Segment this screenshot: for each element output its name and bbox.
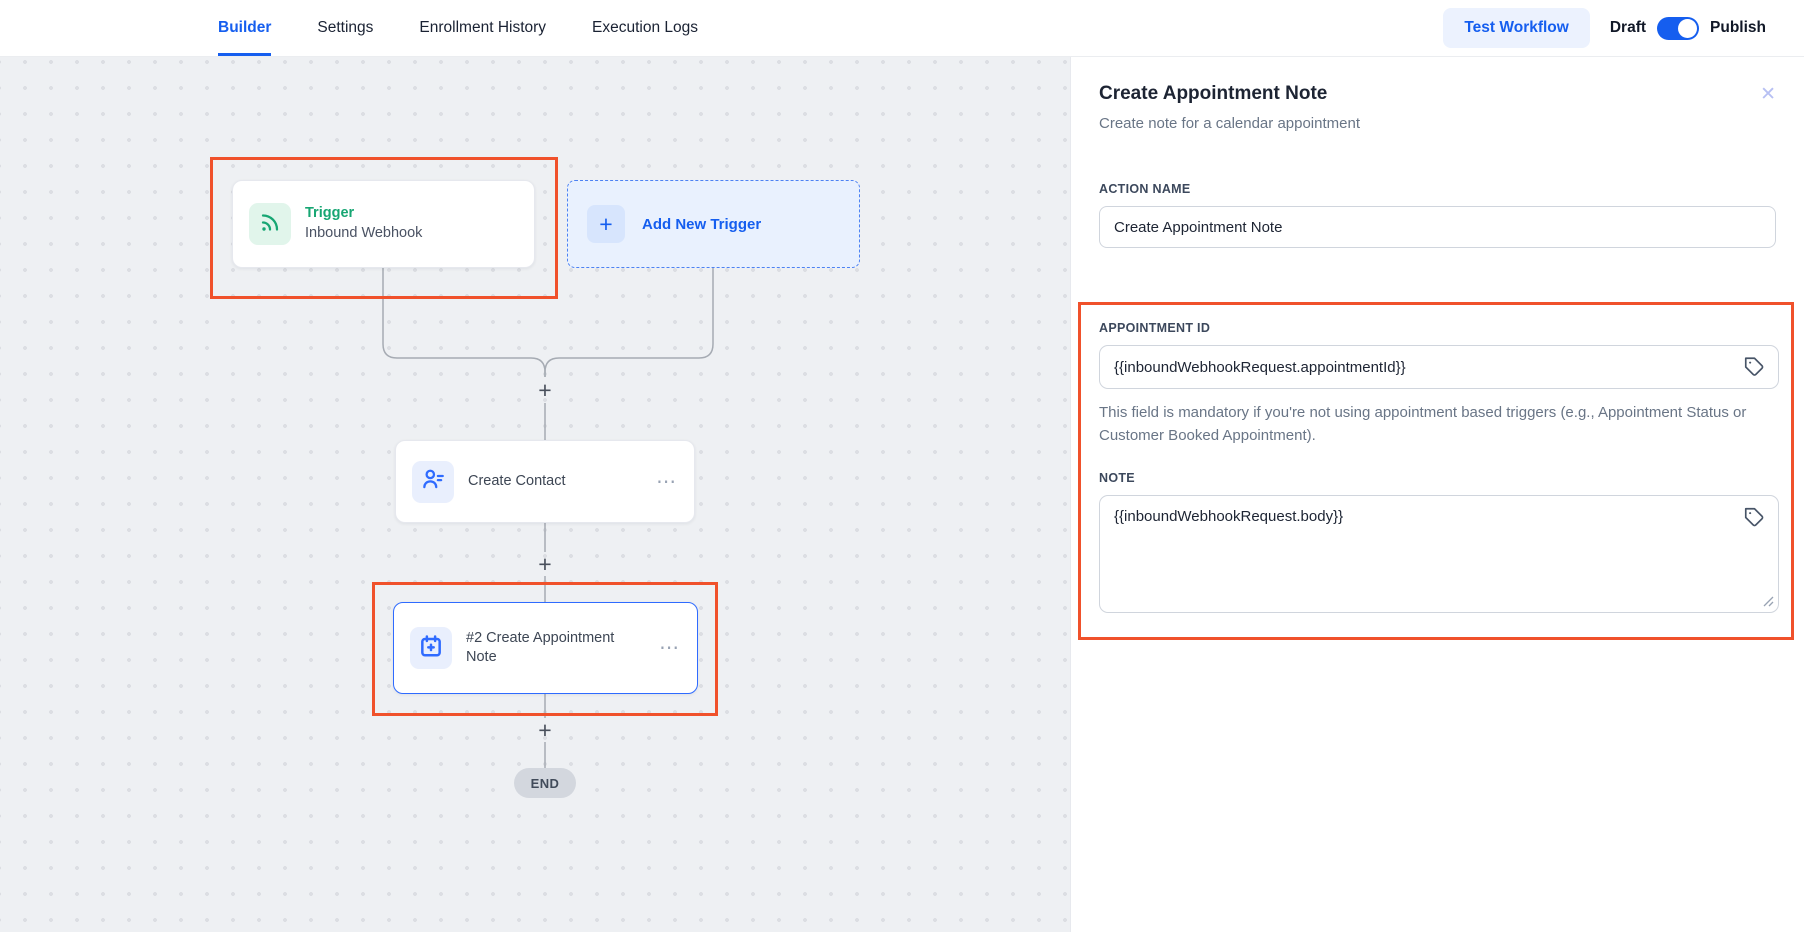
panel-title: Create Appointment Note [1099,83,1328,104]
publish-toggle[interactable] [1657,16,1700,40]
toggle-knob [1678,18,1698,38]
rss-webhook-icon [258,210,282,239]
test-workflow-button[interactable]: Test Workflow [1443,8,1590,48]
panel-subtitle: Create note for a calendar appointment [1099,115,1360,132]
more-options-icon[interactable]: ⋯ [656,470,678,493]
workflow-canvas[interactable]: Trigger Inbound Webhook + Add New Trigge… [0,57,1070,932]
publish-label: Publish [1710,19,1766,36]
create-contact-icon [420,466,446,497]
appointment-id-field [1099,345,1779,389]
create-contact-label: Create Contact [468,473,566,490]
action-node-create-contact[interactable]: Create Contact ⋯ [395,440,695,523]
publish-toggle-group: Draft Publish [1609,16,1766,40]
action-name-input[interactable] [1099,206,1776,248]
resize-handle-icon[interactable] [1763,596,1774,607]
end-badge: END [514,768,576,798]
tag-merge-field-icon[interactable] [1744,507,1765,528]
appointment-id-helper-text: This field is mandatory if you're not us… [1099,404,1747,444]
close-icon[interactable]: ✕ [1760,84,1776,105]
tag-merge-field-icon[interactable] [1744,357,1765,378]
note-label: NOTE [1099,471,1135,485]
workflow-tabs: Builder Settings Enrollment History Exec… [218,0,698,56]
action-node-create-appointment-note[interactable]: #2 Create Appointment Note ⋯ [393,602,698,694]
action-name-label: ACTION NAME [1099,182,1191,196]
appointment-id-label: APPOINTMENT ID [1099,321,1211,335]
calendar-plus-icon [418,633,444,664]
draft-label: Draft [1609,19,1647,36]
add-new-trigger-label: Add New Trigger [642,215,762,233]
trigger-node-inbound-webhook[interactable]: Trigger Inbound Webhook [232,180,535,268]
tab-enrollment-history[interactable]: Enrollment History [419,19,547,36]
more-options-icon[interactable]: ⋯ [659,637,681,659]
connector-lines [382,268,714,768]
add-step-button-3[interactable]: + [538,716,552,743]
plus-icon: + [587,205,625,243]
trigger-node-text: Trigger Inbound Webhook [305,204,422,243]
calendar-icon-box [410,627,452,669]
annotation-box-fields: APPOINTMENT ID This field is mandatory i… [1078,302,1794,640]
tab-settings[interactable]: Settings [317,19,374,36]
contact-icon-box [412,460,454,503]
header-actions: Test Workflow Draft Publish [1443,0,1766,56]
webhook-icon-box [249,203,291,245]
note-field: {{inboundWebhookRequest.body}} [1099,495,1779,613]
tab-execution-logs[interactable]: Execution Logs [592,19,699,36]
note-textarea[interactable]: {{inboundWebhookRequest.body}} [1099,495,1779,613]
add-step-button-2[interactable]: + [538,550,552,577]
add-step-button-1[interactable]: + [538,376,552,403]
panel-header: Create Appointment Note ✕ [1099,83,1776,105]
tab-builder[interactable]: Builder [218,0,272,56]
action-settings-panel: Create Appointment Note ✕ Create note fo… [1070,57,1804,932]
trigger-node-subtitle: Inbound Webhook [305,225,423,241]
add-new-trigger-button[interactable]: + Add New Trigger [567,180,860,268]
top-navigation-bar: Builder Settings Enrollment History Exec… [0,0,1804,57]
appointment-id-input[interactable] [1099,345,1779,389]
trigger-node-title: Trigger [305,205,355,222]
appointment-note-label: #2 Create Appointment Note [466,630,615,665]
